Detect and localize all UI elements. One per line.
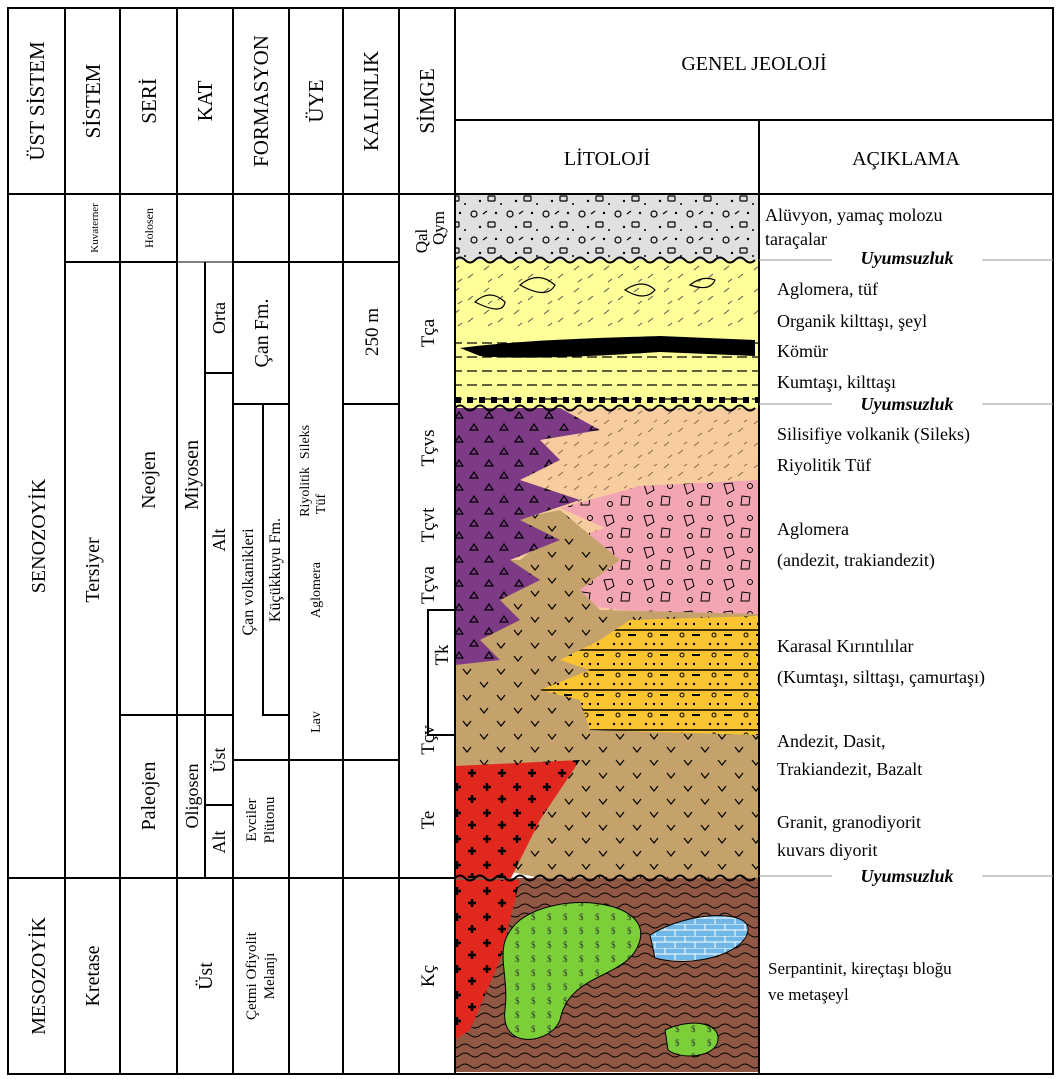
label-cetmi-1: Çetmi Ofiyolit (244, 931, 260, 1020)
column-labels: SENOZOYİK MESOZOYİK Kuvaterner Tersiyer … (27, 203, 453, 1035)
header-kalinlik: KALINLIK (359, 51, 383, 151)
header-ust-sistem: ÜST SİSTEM (25, 41, 49, 161)
desc-kumtasi-kilttasi: Kumtaşı, kilttaşı (777, 372, 896, 392)
desc-kuvars: kuvars diyorit (777, 840, 878, 860)
can-tuff-band (455, 262, 759, 330)
label-ust-oligosen: Üst (209, 747, 229, 772)
header-uye: ÜYE (304, 79, 328, 122)
label-simge-tcv: Tçv (418, 725, 439, 755)
label-aglomera-uye: Aglomera (309, 561, 324, 618)
label-senozoyik: SENOZOYİK (27, 478, 50, 593)
label-simge-tcva: Tçva (418, 565, 439, 604)
desc-aglomera: Aglomera (777, 519, 849, 539)
column-headers: ÜST SİSTEM SİSTEM SERİ KAT FORMASYON ÜYE… (25, 35, 960, 170)
label-miyosen: Miyosen (181, 440, 203, 510)
label-can-volkanikleri: Çan volkanikleri (240, 528, 257, 636)
label-simge-qym: Qym (429, 211, 448, 245)
label-neojen: Neojen (138, 451, 160, 509)
label-kuvaterner: Kuvaterner (89, 203, 101, 253)
header-aciklama: AÇIKLAMA (852, 148, 960, 170)
desc-silisifiye: Silisifiye volkanik (Sileks) (777, 424, 970, 445)
header-litoloji: LİTOLOJİ (564, 147, 650, 170)
label-evciler-1: Evciler (244, 798, 260, 841)
label-simge-te: Te (418, 811, 439, 830)
alluvium-layer (455, 194, 759, 260)
header-seri: SERİ (137, 78, 161, 124)
desc-trakiandezit-bazalt: Trakiandezit, Bazalt (777, 759, 922, 779)
label-simge-tk: Tk (432, 644, 453, 666)
label-alt-miyosen: Alt (209, 528, 229, 551)
header-simge: SİMGE (415, 68, 439, 133)
desc-andezit-trakiandezit: (andezit, trakiandezit) (777, 550, 935, 571)
desc-organik: Organik kilttaşı, şeyl (777, 311, 927, 331)
header-formasyon: FORMASYON (249, 35, 273, 167)
label-riyolitik: Riyolitik (298, 467, 313, 517)
label-ust-kretase: Üst (194, 962, 217, 990)
desc-aluvyon: Alüvyon, yamaç molozu (765, 205, 942, 225)
label-kretase: Kretase (82, 945, 104, 1006)
desc-serpantinit: Serpantinit, kireçtaşı bloğu (768, 959, 952, 978)
label-lav: Lav (309, 711, 324, 733)
desc-uyumsuzluk-2: Uyumsuzluk (860, 394, 953, 414)
label-simge-tcvt: Tçvt (418, 507, 439, 543)
lithology-column (455, 194, 759, 1072)
label-simge-tcvs: Tçvs (418, 430, 439, 467)
label-simge-tca: Tça (418, 318, 439, 347)
label-mesozoyik: MESOZOYİK (27, 917, 50, 1035)
desc-kumtasi-silttasi: (Kumtaşı, silttaşı, çamurtaşı) (777, 667, 985, 688)
label-cetmi-2: Melanjı (262, 953, 278, 1000)
desc-granit: Granit, granodiyorit (777, 812, 921, 832)
desc-andezit-dasit: Andezit, Dasit, (777, 731, 885, 751)
desc-komur: Kömür (777, 341, 828, 361)
label-simge-kc: Kç (418, 965, 439, 987)
desc-riyolitik-tuf: Riyolitik Tüf (777, 455, 871, 475)
desc-taracalar: taraçalar (765, 229, 827, 249)
label-kalinlik-can: 250 m (362, 308, 383, 356)
label-kucukkuyu-fm: Küçükkuyu Fm. (267, 518, 284, 622)
desc-karasal: Karasal Kırıntılılar (777, 636, 913, 656)
desc-uyumsuzluk-3: Uyumsuzluk (860, 866, 953, 886)
label-tuf: Tüf (314, 494, 329, 515)
serpantinit-block-small (665, 1023, 718, 1056)
label-tersiyer: Tersiyer (82, 537, 104, 603)
label-paleojen: Paleojen (138, 762, 160, 831)
label-orta: Orta (209, 302, 229, 334)
desc-aglomera-tuf: Aglomera, tüf (777, 279, 878, 299)
label-alt-oligosen: Alt (209, 830, 229, 853)
label-sileks: Sileks (298, 425, 313, 459)
desc-uyumsuzluk-1: Uyumsuzluk (860, 248, 953, 268)
label-holosen: Holosen (142, 208, 156, 248)
label-oligosen: Oligosen (182, 764, 202, 829)
header-genel-jeoloji: GENEL JEOLOJİ (681, 52, 826, 75)
desc-metaseyl: ve metaşeyl (768, 985, 849, 1004)
header-kat: KAT (193, 80, 217, 121)
header-sistem: SİSTEM (81, 63, 105, 138)
label-evciler-2: Plütonu (262, 796, 278, 843)
label-can-fm: Çan Fm. (251, 299, 273, 368)
aciklama-column: Alüvyon, yamaç molozu taraçalar Uyumsuzl… (765, 205, 985, 1004)
